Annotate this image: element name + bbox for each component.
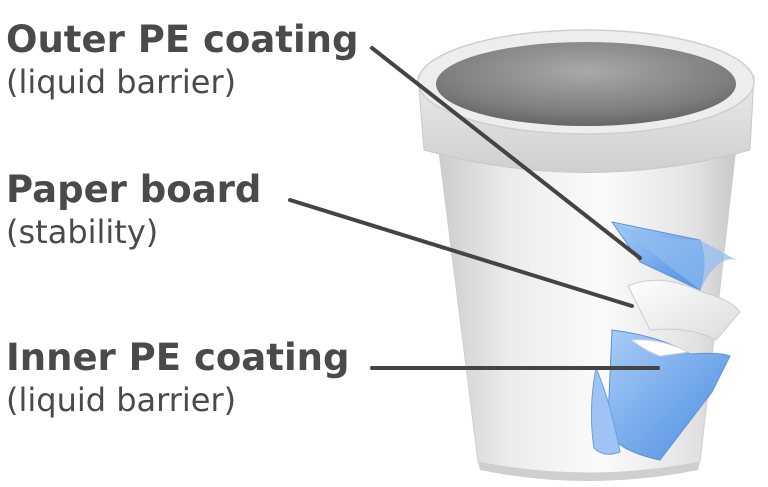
label-inner-pe: Inner PE coating (liquid barrier)	[6, 336, 349, 420]
outer-pe-layer-edge	[612, 222, 740, 290]
label-paper-board-title: Paper board	[6, 168, 262, 211]
label-outer-pe-title: Outer PE coating	[6, 18, 359, 61]
inner-pe-curl	[590, 366, 621, 455]
label-inner-pe-sub: (liquid barrier)	[6, 381, 237, 419]
label-paper-board: Paper board (stability)	[6, 168, 261, 252]
label-outer-pe: Outer PE coating (liquid barrier)	[6, 18, 359, 102]
inner-white-curl	[630, 339, 690, 357]
cup-bottom-shadow	[478, 462, 700, 481]
label-outer-pe-sub: (liquid barrier)	[6, 63, 237, 101]
label-paper-board-sub: (stability)	[6, 213, 159, 251]
leader-line-outer-pe	[370, 46, 642, 260]
paper-board-layer	[627, 279, 741, 341]
label-inner-pe-title: Inner PE coating	[6, 336, 350, 379]
leader-line-paper-board	[288, 198, 634, 308]
cup-opening	[436, 42, 736, 126]
